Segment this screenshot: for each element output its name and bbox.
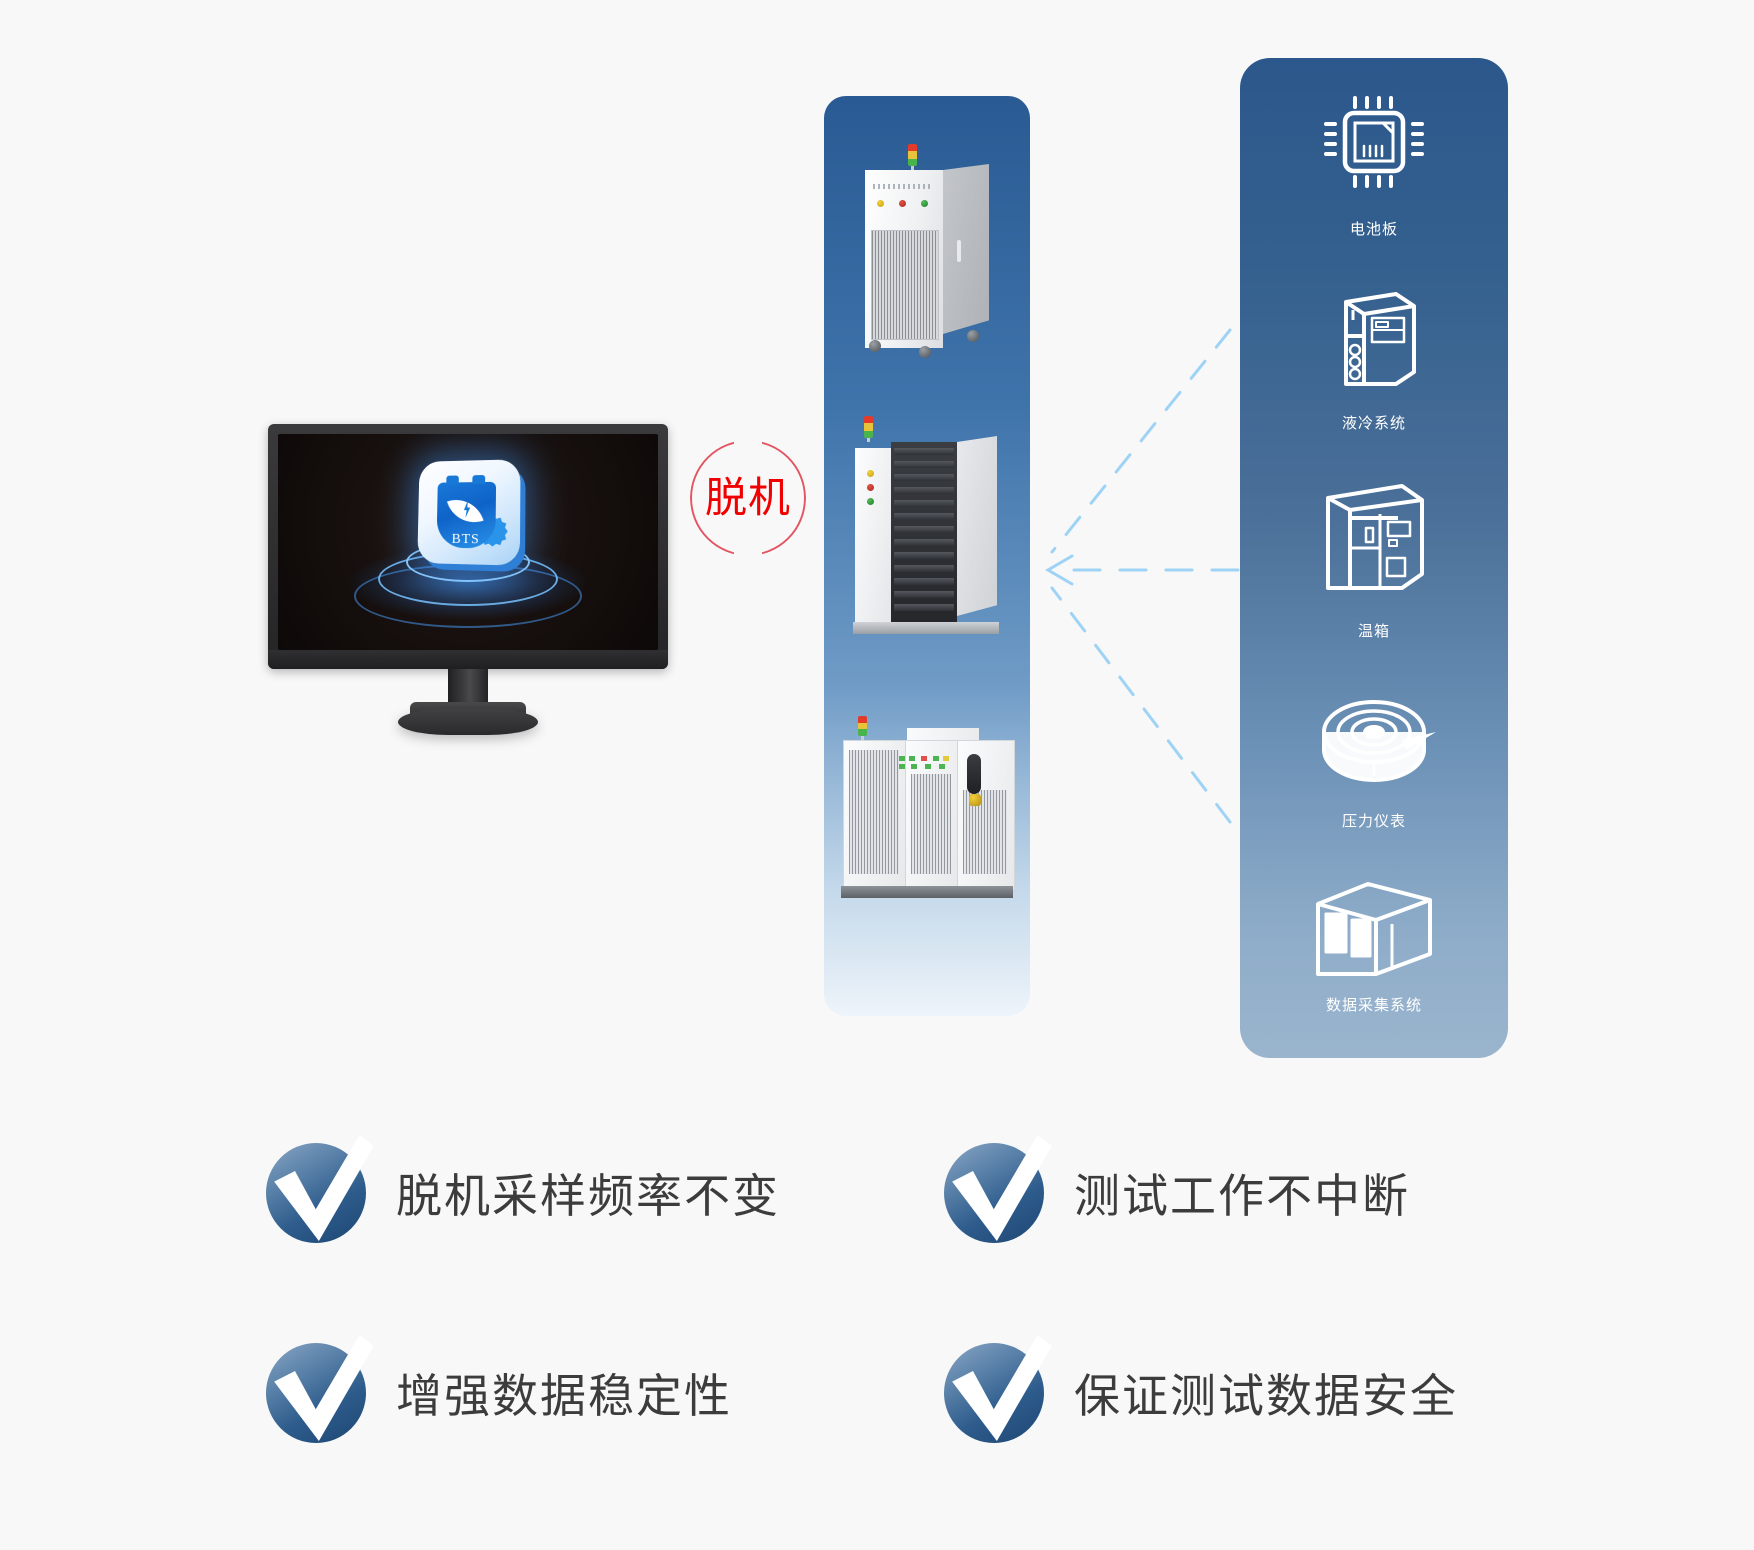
- arrow-head-left-icon: [1045, 554, 1074, 586]
- benefits-list: 脱机采样频率不变 测试工作不中断 增强数据稳定性 保证测试数据安全: [258, 1135, 1558, 1515]
- monitor-chin: [268, 650, 668, 669]
- feature-label: 数据采集系统: [1325, 997, 1422, 1014]
- connector-svg: [1045, 328, 1240, 824]
- feature-item-daq[interactable]: 数据采集系统: [1240, 878, 1508, 1015]
- feature-item-chip[interactable]: 电池板: [1240, 88, 1508, 239]
- chip-icon: [1240, 88, 1508, 208]
- data-acquisition-icon: [1240, 878, 1508, 984]
- check-badge-icon: [258, 1135, 374, 1251]
- front-label-strip: [873, 184, 933, 189]
- feature-label: 液冷系统: [1341, 415, 1406, 432]
- check-badge-icon: [258, 1335, 374, 1451]
- emergency-stop-button: [877, 200, 884, 207]
- monitor-base: [398, 709, 538, 735]
- offline-ring: [690, 440, 806, 556]
- module-stack: [891, 442, 957, 624]
- connector-line-lower: [1050, 586, 1232, 824]
- feature-item-gauge[interactable]: 压力仪表: [1240, 688, 1508, 831]
- bts-app-icon[interactable]: BTS: [417, 459, 521, 566]
- feature-item-chiller[interactable]: 液冷系统: [1240, 280, 1508, 433]
- ventilation-grill: [871, 230, 939, 340]
- battery-terminal-right: [472, 475, 486, 485]
- check-badge-icon: [936, 1135, 1052, 1251]
- benefit-item-1[interactable]: 脱机采样频率不变: [258, 1135, 780, 1251]
- cabinet-side: [943, 164, 989, 334]
- benefit-label: 脱机采样频率不变: [396, 1170, 780, 1222]
- rack-wide-cabinet-tester: [839, 716, 1015, 906]
- emergency-stop-button: [867, 470, 874, 477]
- emergency-stop-button: [969, 794, 981, 806]
- bts-logo-text: BTS: [451, 531, 480, 548]
- feature-label: 温箱: [1357, 623, 1390, 640]
- feature-label: 电池板: [1349, 221, 1398, 238]
- offline-badge: 脱机: [690, 440, 806, 556]
- benefit-item-4[interactable]: 保证测试数据安全: [936, 1335, 1458, 1451]
- cabinet-plinth: [841, 886, 1013, 898]
- rack-mid-rack-tester: [851, 416, 1003, 646]
- feature-label: 压力仪表: [1341, 813, 1406, 830]
- cabinet-plinth: [853, 622, 999, 634]
- monitor-screen: BTS: [278, 434, 658, 650]
- status-light-red: [867, 484, 874, 491]
- benefit-item-2[interactable]: 测试工作不中断: [936, 1135, 1410, 1251]
- rack-tall-cabinet-tester: [859, 144, 995, 358]
- ventilation-grill: [911, 774, 951, 874]
- offline-label: 脱机: [704, 474, 791, 521]
- monitor-illustration: BTS: [268, 424, 668, 735]
- tower-light-icon: [864, 416, 873, 438]
- feature-item-chamber[interactable]: 温箱: [1240, 478, 1508, 641]
- cabinet-front: [855, 448, 891, 626]
- benefit-label: 测试工作不中断: [1074, 1170, 1410, 1222]
- monitor-bezel: BTS: [268, 424, 668, 669]
- benefit-label: 保证测试数据安全: [1074, 1370, 1458, 1422]
- ventilation-grill: [849, 750, 899, 874]
- pressure-gauge-icon: [1240, 688, 1508, 800]
- check-badge-icon: [936, 1335, 1052, 1451]
- benefit-item-3[interactable]: 增强数据稳定性: [258, 1335, 732, 1451]
- indicator-cluster: [967, 754, 981, 794]
- chiller-icon: [1240, 280, 1508, 402]
- caster-wheel: [919, 346, 931, 358]
- benefit-label: 增强数据稳定性: [396, 1370, 732, 1422]
- cabinet-side: [957, 436, 997, 616]
- door-handle: [957, 240, 961, 262]
- status-light-green: [921, 200, 928, 207]
- control-panel: [899, 750, 951, 772]
- caster-wheel: [869, 340, 881, 352]
- battery-terminal-left: [446, 475, 459, 485]
- connector-line-upper: [1050, 328, 1232, 554]
- caster-wheel: [967, 330, 979, 342]
- feature-panel: 电池板 液冷系统: [1240, 58, 1508, 1058]
- status-light-green: [867, 498, 874, 505]
- tower-light-icon: [908, 144, 917, 166]
- status-light-red: [899, 200, 906, 207]
- temperature-chamber-icon: [1240, 478, 1508, 610]
- equipment-panel: [824, 96, 1030, 1016]
- connector-lines: [1020, 300, 1290, 860]
- tower-light-icon: [858, 716, 867, 736]
